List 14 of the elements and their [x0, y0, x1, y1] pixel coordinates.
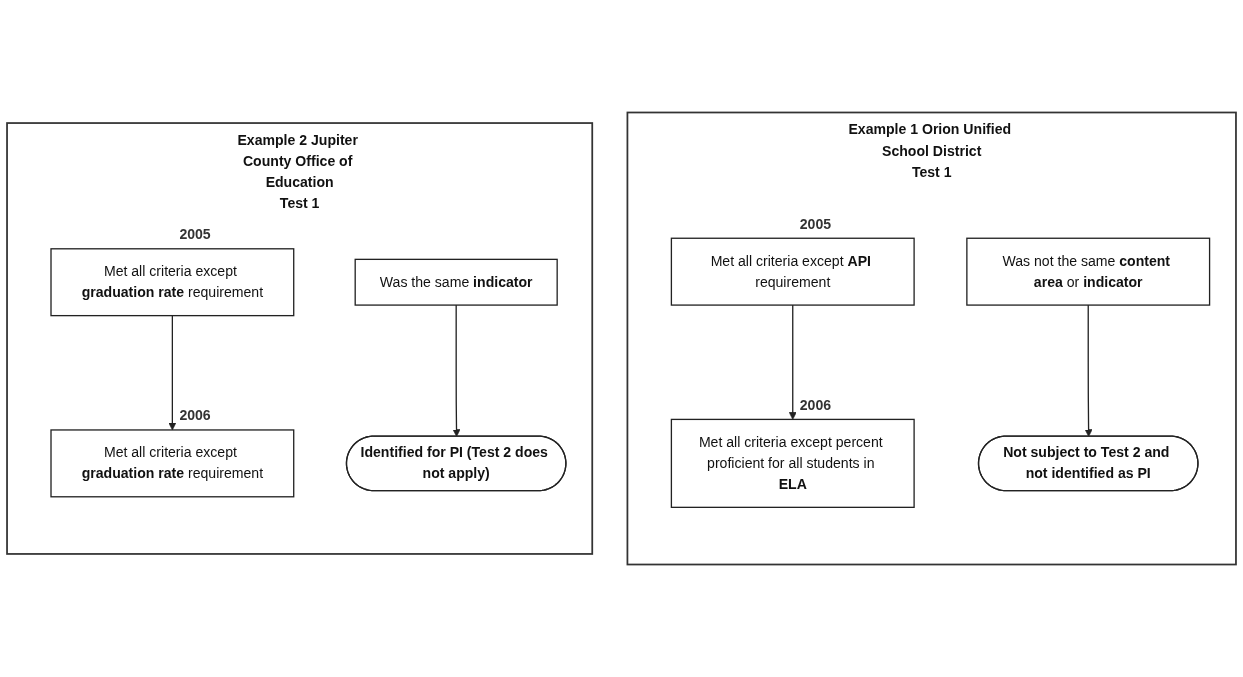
node-box: Was not the same content area or indicator [966, 237, 1211, 306]
node-box: Met all criteria except graduation rate requirement [50, 248, 295, 317]
node-label: 2006 [799, 397, 832, 413]
node-label: 2005 [179, 226, 211, 242]
node-box: Met all criteria except graduation rate requirement [50, 429, 295, 498]
arrow [788, 304, 797, 420]
node-box: Was the same indicator [354, 258, 558, 306]
arrow [168, 314, 177, 431]
node-box: Met all criteria except API requirement [670, 237, 915, 306]
arrow [452, 304, 461, 437]
node-label: 2005 [799, 216, 832, 232]
arrow [1084, 304, 1093, 437]
node-box: Met all criteria except percent proficient for all students in ELA [670, 418, 915, 508]
node-label: 2006 [179, 407, 211, 423]
